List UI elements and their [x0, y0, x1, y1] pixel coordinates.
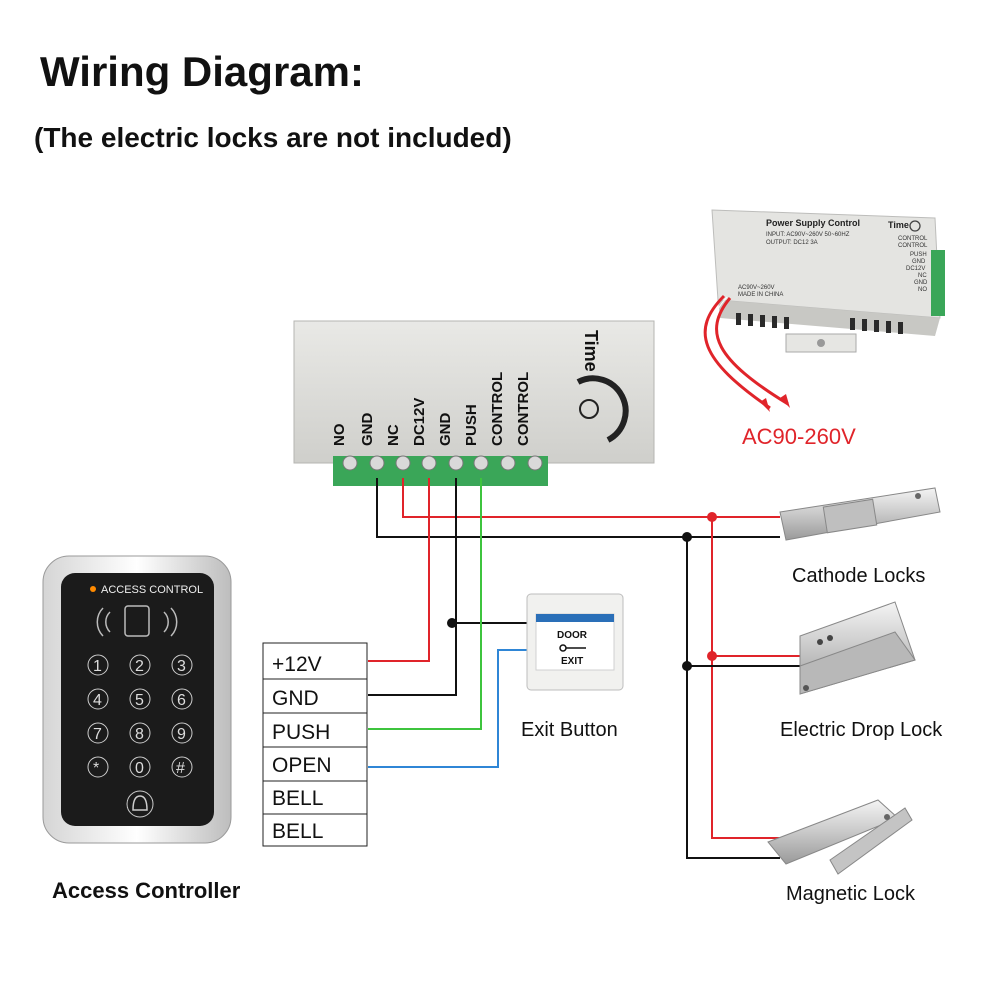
controller-label: Access Controller	[52, 878, 241, 903]
drop-lock-label: Electric Drop Lock	[780, 719, 943, 741]
ps-term-nc: NC	[385, 424, 402, 446]
ps-small-terminal-labels: CONTROL CONTROL PUSH GND DC12V NC GND NO	[898, 236, 928, 293]
power-supply-photo: Power Supply Control INPUT: AC90V~260V 5…	[703, 209, 945, 412]
svg-text:DC12V: DC12V	[906, 266, 925, 272]
ps-small-ac: AC90V~260V	[738, 285, 775, 291]
svg-text:0: 0	[135, 760, 144, 777]
svg-text:CONTROL: CONTROL	[898, 243, 928, 249]
svg-text:*: *	[93, 760, 99, 777]
wire-gnd-controller	[368, 478, 457, 696]
terminal-open: OPEN	[272, 754, 332, 777]
wire-push	[368, 478, 482, 730]
ps-small-output: OUTPUT: DC12 3A	[766, 240, 818, 246]
key-4[interactable]: 4	[87, 688, 109, 710]
wire-red-mag	[711, 656, 780, 839]
wire-gnd-bus	[376, 478, 780, 538]
power-supply-main: NO GND NC DC12V GND PUSH CONTROL CONTROL…	[293, 320, 655, 486]
svg-text:3: 3	[177, 658, 186, 675]
svg-text:4: 4	[93, 692, 102, 709]
terminal-12v: +12V	[272, 653, 322, 676]
wire-black-mag	[686, 666, 780, 859]
ps-term-dc12v: DC12V	[411, 398, 428, 446]
ps-small-input: INPUT: AC90V~260V 50~60HZ	[766, 232, 850, 238]
svg-text:6: 6	[177, 692, 186, 709]
bell-button-icon[interactable]	[126, 790, 154, 818]
svg-text:2: 2	[135, 658, 144, 675]
magnetic-lock-label: Magnetic Lock	[786, 883, 916, 905]
ps-terminal-block	[333, 456, 548, 486]
magnetic-lock	[767, 799, 913, 875]
key-2[interactable]: 2	[129, 654, 151, 676]
ps-brand: Time	[581, 330, 601, 372]
svg-text:PUSH: PUSH	[910, 252, 927, 258]
ps-small-brand: Time	[888, 220, 909, 230]
ps-logo-icon	[576, 375, 629, 443]
access-controller: ACCESS CONTROL 1 2 3 4 5 6 7 8 9 * 0 #	[42, 555, 232, 844]
svg-text:GND: GND	[912, 259, 926, 265]
ps-small-title: Power Supply Control	[766, 218, 860, 228]
page-subtitle: (The electric locks are not included)	[34, 122, 512, 153]
keypad: 1 2 3 4 5 6 7 8 9 * 0 #	[87, 654, 193, 778]
ps-term-gnd-2: GND	[437, 413, 454, 447]
exit-button-line1: DOOR	[557, 630, 588, 641]
wire-black-drop	[686, 537, 800, 667]
key-icon	[559, 644, 586, 652]
svg-text:NC: NC	[918, 273, 927, 279]
key-5[interactable]: 5	[129, 688, 151, 710]
key-1[interactable]: 1	[87, 654, 109, 676]
svg-text:NO: NO	[918, 287, 927, 293]
ps-term-control-1: CONTROL	[489, 372, 506, 446]
exit-button-line2: EXIT	[561, 656, 583, 667]
key-3[interactable]: 3	[171, 654, 193, 676]
key-7[interactable]: 7	[87, 722, 109, 744]
ac-input-label: AC90-260V	[742, 424, 856, 449]
key-star[interactable]: *	[87, 756, 109, 778]
terminal-bell-2: BELL	[272, 820, 323, 843]
ps-term-control-2: CONTROL	[515, 372, 532, 446]
panel-title: ACCESS CONTROL	[101, 584, 203, 596]
svg-text:#: #	[176, 760, 185, 777]
ps-small-made-in: MADE IN CHINA	[738, 292, 783, 298]
key-0[interactable]: 0	[129, 756, 151, 778]
svg-text:5: 5	[135, 692, 144, 709]
wires	[368, 478, 800, 859]
page-title: Wiring Diagram:	[40, 48, 364, 95]
ps-terminal-labels: NO GND NC DC12V GND PUSH CONTROL CONTROL	[331, 372, 532, 446]
exit-button-label: Exit Button	[521, 719, 618, 741]
cathode-lock-label: Cathode Locks	[792, 565, 925, 587]
svg-text:9: 9	[177, 726, 186, 743]
svg-text:8: 8	[135, 726, 144, 743]
key-9[interactable]: 9	[171, 722, 193, 744]
ps-small-terminal-block	[931, 250, 945, 316]
ps-term-no: NO	[331, 423, 348, 446]
controller-terminal-table: +12V GND PUSH OPEN BELL BELL	[262, 642, 368, 847]
svg-text:7: 7	[93, 726, 102, 743]
key-8[interactable]: 8	[129, 722, 151, 744]
svg-text:CONTROL: CONTROL	[898, 236, 928, 242]
svg-text:1: 1	[93, 658, 102, 675]
key-hash[interactable]: #	[171, 756, 193, 778]
terminal-gnd: GND	[272, 687, 319, 710]
svg-text:GND: GND	[914, 280, 928, 286]
electric-drop-lock	[799, 601, 916, 695]
exit-button[interactable]: DOOR EXIT	[526, 593, 624, 691]
status-led	[90, 586, 96, 592]
terminal-push: PUSH	[272, 721, 330, 744]
terminal-bell-1: BELL	[272, 787, 323, 810]
ps-small-vents	[736, 313, 903, 334]
ps-term-gnd-1: GND	[359, 413, 376, 447]
wire-junctions	[447, 512, 717, 671]
cathode-lock	[779, 487, 941, 541]
ps-term-push: PUSH	[463, 404, 480, 446]
wire-nc-bus	[402, 478, 780, 518]
ps-small-logo-icon	[909, 220, 921, 232]
rfid-reader-icon	[96, 605, 178, 637]
wire-open	[368, 649, 527, 768]
key-6[interactable]: 6	[171, 688, 193, 710]
ps-screws	[342, 455, 543, 471]
wire-12v-controller	[368, 478, 430, 662]
